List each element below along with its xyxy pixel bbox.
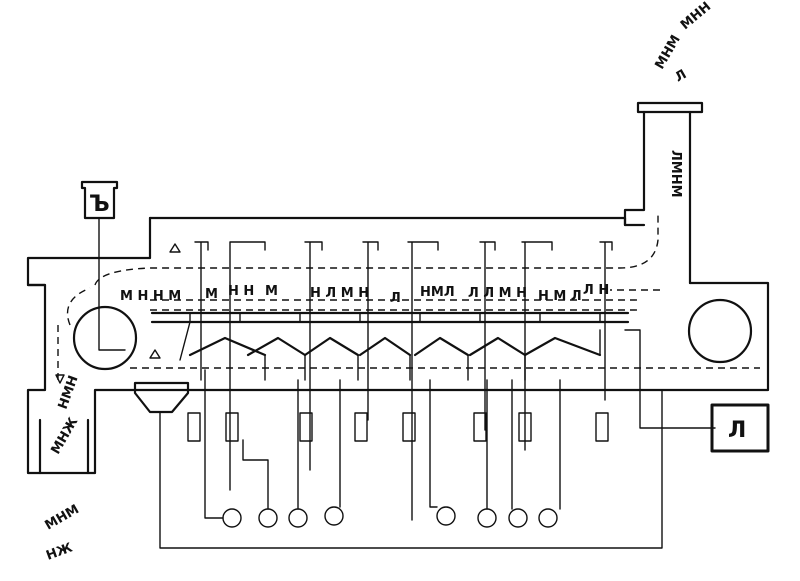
bottom-scatter-2: НЖ bbox=[44, 540, 74, 563]
chamber-row-10: Л Н bbox=[583, 283, 609, 298]
left-drum bbox=[72, 305, 138, 371]
baffle-row bbox=[150, 311, 630, 324]
left-outlet: НМН bbox=[56, 374, 82, 412]
flow-path bbox=[55, 215, 760, 385]
chamber-row-4: М bbox=[265, 284, 278, 299]
flow-meters bbox=[187, 412, 609, 442]
bottom-scatter: МНМ bbox=[43, 502, 82, 533]
duct-descending: ЛМНМ bbox=[668, 150, 683, 198]
chamber-row: М Н Н М bbox=[120, 289, 181, 304]
discharge-funnel bbox=[133, 381, 663, 549]
pumps bbox=[204, 329, 716, 528]
chamber-row-8: Л Л М Н bbox=[468, 286, 527, 301]
right-drum bbox=[687, 298, 753, 364]
inflow-top-2: МНМ bbox=[652, 33, 683, 72]
chamber-row-6: Л bbox=[390, 291, 401, 306]
left-lower: МНЖ bbox=[48, 415, 81, 457]
box-left-label: Ъ bbox=[89, 192, 110, 217]
chamber-row-7: НМЛ bbox=[420, 285, 455, 300]
chamber-row-2: М bbox=[205, 287, 218, 302]
right-box: Л bbox=[710, 403, 770, 453]
tank-outline bbox=[26, 216, 770, 475]
spray-nozzles bbox=[149, 241, 613, 521]
chamber-row-9: Н М Л bbox=[538, 289, 582, 304]
box-right-label: Л bbox=[728, 418, 746, 443]
inflow-top: МНН bbox=[678, 0, 714, 33]
chamber-row-3: Н Н bbox=[228, 284, 254, 299]
hoppers bbox=[179, 321, 602, 381]
feed-chute bbox=[623, 101, 704, 285]
flow-letters: МНН МНМ Л ЛМНМ М Н Н М М Н Н М Н Л М Н Л… bbox=[43, 0, 715, 564]
top-left-box: Ъ bbox=[80, 180, 126, 351]
chamber-row-5: Н Л М Н bbox=[310, 286, 369, 301]
inflow-top-3: Л bbox=[673, 67, 690, 85]
